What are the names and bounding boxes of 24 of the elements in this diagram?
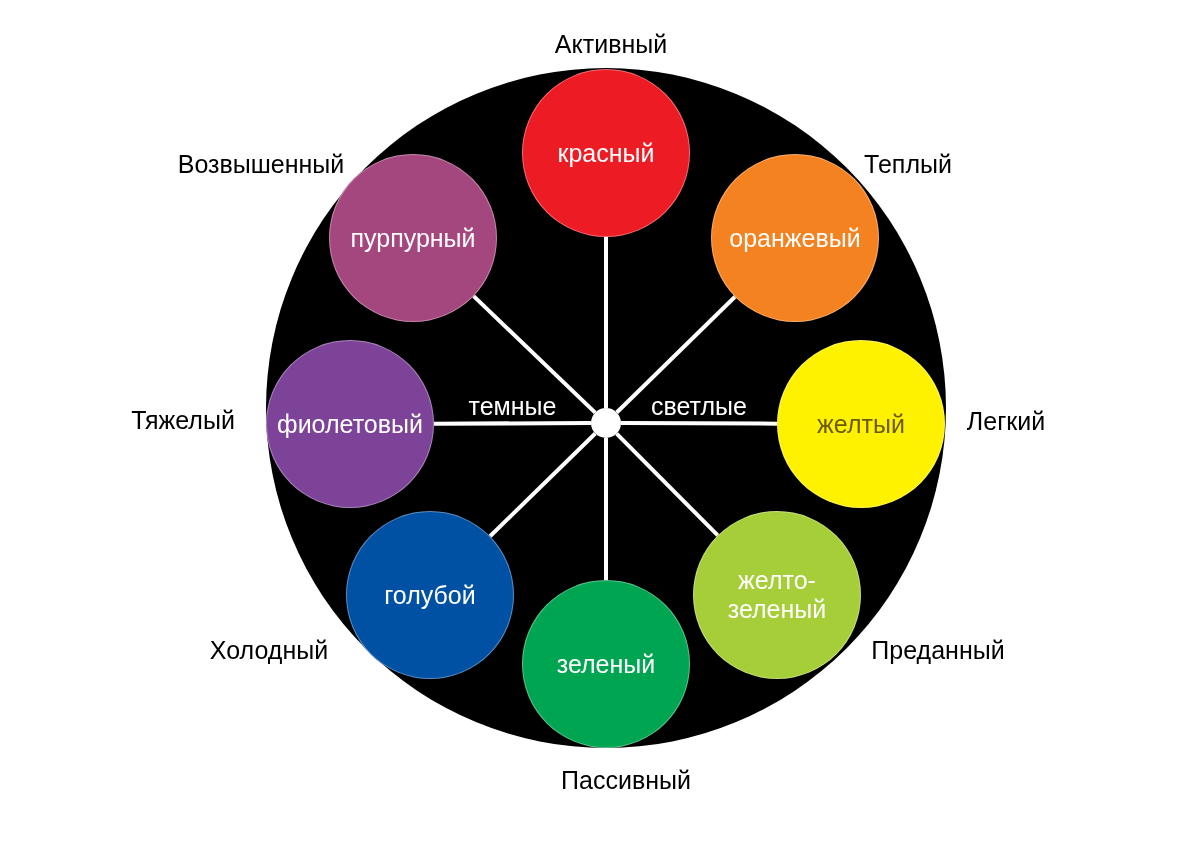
spoke-line [621, 421, 777, 426]
color-name: оранжевый [729, 223, 861, 253]
color-name: желтый [817, 409, 905, 439]
color-name: желто-зеленый [726, 566, 828, 624]
color-name: зеленый [556, 649, 656, 679]
spoke-line [615, 295, 737, 414]
color-name: красный [557, 138, 655, 168]
mood-label: Теплый [864, 149, 952, 179]
mood-label: Пассивный [561, 765, 691, 795]
spoke-line [615, 432, 720, 537]
spoke-line [604, 438, 608, 580]
mood-label: Активный [554, 29, 668, 59]
mood-label: Холодный [209, 635, 329, 665]
color-name: голубой [384, 580, 476, 610]
spoke-line [434, 421, 591, 426]
color-name: фиолетовый [277, 409, 423, 439]
mood-label: Тяжелый [131, 405, 235, 435]
mood-label: Легкий [966, 406, 1046, 436]
mood-label: Преданный [871, 635, 1005, 665]
spoke-line [604, 237, 608, 408]
mood-label: Возвышенный [177, 149, 345, 179]
spoke-line [472, 294, 597, 415]
spoke-line [488, 432, 597, 538]
color-name: пурпурный [350, 223, 476, 253]
